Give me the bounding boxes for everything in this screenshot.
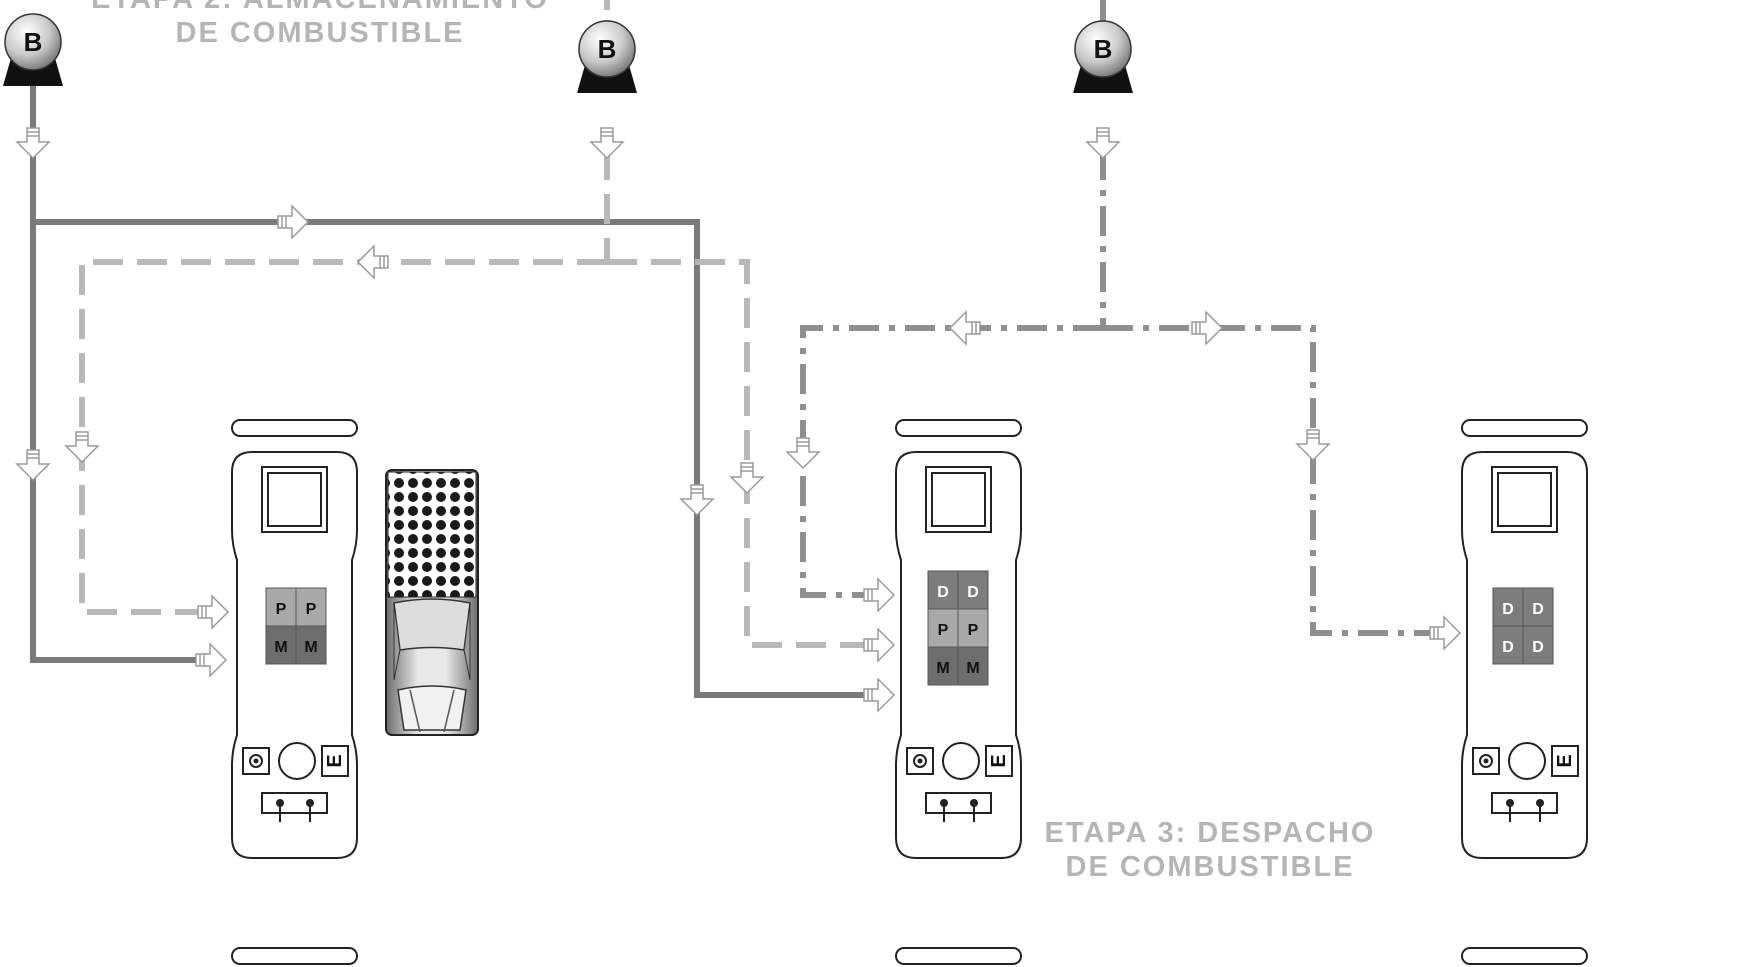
grade-cell-label: D (1502, 639, 1514, 656)
nozzle-button-icon (942, 742, 980, 780)
flow-arrow-right-icon (863, 628, 895, 662)
pump-3: B (1073, 20, 1133, 93)
grade-cell-label: P (968, 622, 979, 639)
dispenser-3: D D D D E (1461, 419, 1588, 965)
grade-cell-label: M (304, 639, 317, 656)
pipeline-p (79, 150, 868, 648)
flow-arrow-right-icon (197, 595, 229, 629)
indicator-box (1551, 745, 1579, 777)
caption-line: ETAPA 2: ALMACENAMIENTO (60, 0, 580, 16)
stage-3-caption: ETAPA 3: DESPACHO DE COMBUSTIBLE (1040, 816, 1380, 884)
stage-2-caption: ETAPA 2: ALMACENAMIENTO DE COMBUSTIBLE (60, 0, 580, 50)
pipeline-m (30, 80, 868, 698)
grade-cell-label: P (276, 601, 287, 618)
pump-label: B (24, 27, 43, 57)
flow-arrow-down-icon (1296, 429, 1330, 461)
flow-arrow-right-icon (1429, 616, 1461, 650)
pump-1: B (3, 13, 63, 86)
caption-line: DE COMBUSTIBLE (175, 17, 465, 49)
hose-holder-icon (925, 792, 992, 814)
grade-grid: D D D D (1492, 587, 1554, 665)
flow-arrow-right-icon (1191, 311, 1223, 345)
grade-cell-label: M (274, 639, 287, 656)
indicator-box (985, 745, 1013, 777)
flow-arrow-right-icon (863, 578, 895, 612)
grade-cell-label: P (306, 601, 317, 618)
indicator-label: E (324, 754, 346, 767)
flow-arrow-down-icon (16, 449, 50, 481)
pump-2: B (577, 20, 637, 93)
indicator-label: E (1554, 754, 1576, 767)
pump-label: B (1094, 34, 1113, 64)
caption-line: ETAPA 3: DESPACHO (1044, 817, 1376, 849)
caption-line: DE COMBUSTIBLE (1065, 851, 1355, 883)
flow-arrow-left-icon (949, 311, 981, 345)
flow-arrow-left-icon (357, 245, 389, 279)
grade-grid: P P M M (265, 587, 327, 665)
flow-arrow-down-icon (16, 127, 50, 159)
flow-arrow-right-icon (863, 678, 895, 712)
dispenser-1: P P M M E (231, 419, 358, 965)
card-reader-icon (906, 747, 934, 775)
grade-grid: D D P P M M (927, 570, 989, 686)
grade-cell-label: D (937, 584, 949, 601)
flow-arrow-down-icon (786, 437, 820, 469)
indicator-label: E (988, 754, 1010, 767)
grade-cell-label: D (967, 584, 979, 601)
grade-cell-label: D (1532, 639, 1544, 656)
pump-label: B (598, 34, 617, 64)
flow-arrow-down-icon (730, 462, 764, 494)
indicator-box (321, 745, 349, 777)
grade-cell-label: M (936, 660, 949, 677)
grade-cell-label: M (966, 660, 979, 677)
grade-cell-label: P (938, 622, 949, 639)
car-icon (385, 469, 479, 736)
nozzle-button-icon (278, 742, 316, 780)
grade-cell-label: D (1532, 601, 1544, 618)
flow-arrow-down-icon (590, 127, 624, 159)
nozzle-button-icon (1508, 742, 1546, 780)
hose-holder-icon (261, 792, 328, 814)
grade-cell-label: D (1502, 601, 1514, 618)
flow-arrow-down-icon (680, 484, 714, 516)
flow-arrow-down-icon (1086, 127, 1120, 159)
flow-arrow-right-icon (277, 205, 309, 239)
dispenser-2: D D P P M M E (895, 419, 1022, 965)
hose-holder-icon (1491, 792, 1558, 814)
flow-arrow-down-icon (65, 431, 99, 463)
flow-arrow-right-icon (195, 643, 227, 677)
